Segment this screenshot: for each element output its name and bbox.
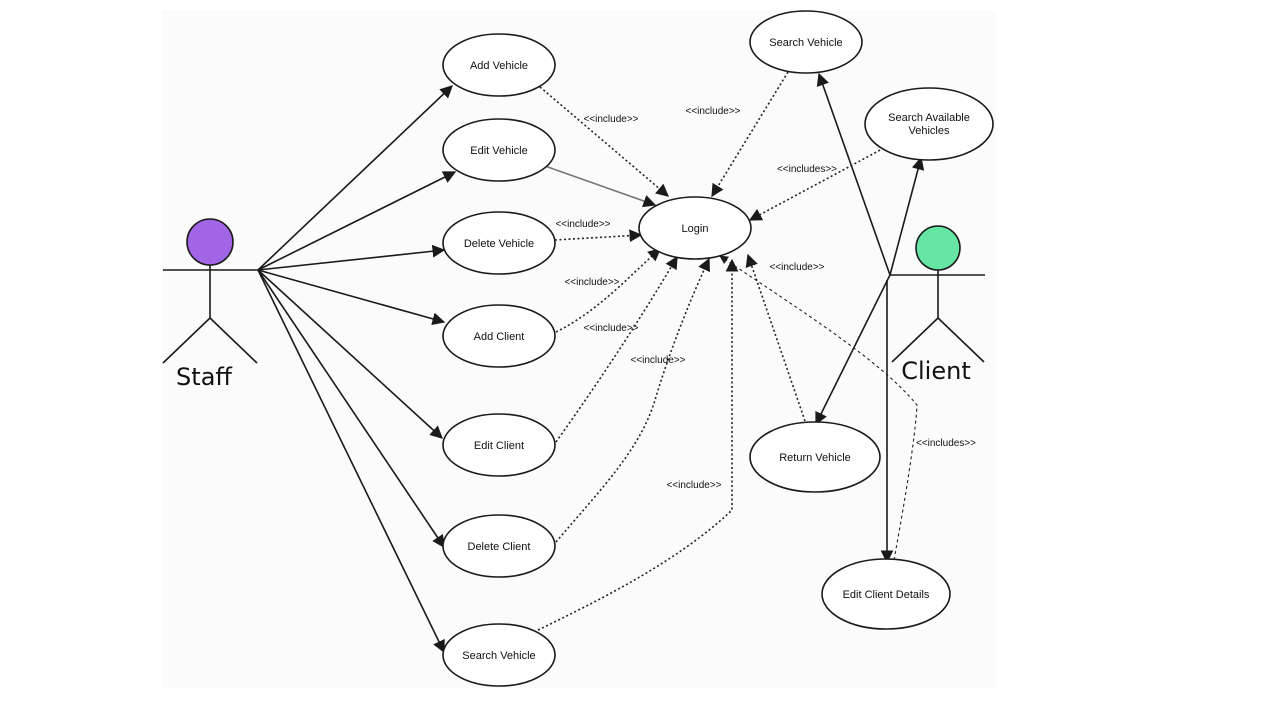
use-case-label: Return Vehicle	[779, 452, 851, 464]
use-case-edit-client-details[interactable]: Edit Client Details	[821, 558, 951, 630]
use-case-label: Add Client	[474, 331, 525, 343]
use-case-label: Edit Vehicle	[470, 145, 527, 157]
include-add-vehicle	[539, 86, 669, 197]
label-edit-client-details-includes: <<includes>>	[916, 438, 976, 449]
include-delete-vehicle	[554, 229, 643, 243]
use-case-label: Search Vehicle	[462, 650, 535, 662]
assoc-staff-search-vehicle	[257, 269, 445, 654]
actor-staff[interactable]: Staff	[162, 218, 258, 391]
label-delete-client-include: <<include>>	[630, 355, 685, 366]
assoc-staff-delete-vehicle	[257, 244, 446, 271]
use-case-return-vehicle[interactable]: Return Vehicle	[749, 421, 881, 493]
include-search-available	[748, 147, 885, 221]
relation-labels: <<include>> <<include>> <<includes>> <<i…	[555, 106, 976, 491]
link-edit-vehicle	[544, 165, 657, 208]
label-search-available-includes: <<includes>>	[777, 164, 837, 175]
include-delete-client	[555, 257, 710, 543]
include-edit-client	[555, 255, 678, 443]
include-search-vehicle-staff	[537, 258, 739, 631]
use-case-delete-client[interactable]: Delete Client	[442, 514, 556, 578]
label-search-vehicle-include: <<include>>	[685, 106, 740, 117]
use-case-search-vehicle-client[interactable]: Search Vehicle	[749, 10, 863, 74]
use-case-login[interactable]: Login	[638, 196, 752, 260]
include-edit-client-details	[719, 255, 918, 561]
include-relations	[537, 71, 918, 631]
client-associations	[815, 72, 925, 564]
use-case-search-available-vehicles[interactable]: Search Available Vehicles	[864, 87, 994, 161]
assoc-client-return-vehicle	[815, 274, 891, 426]
assoc-staff-add-vehicle	[257, 85, 453, 271]
assoc-client-search-vehicle	[816, 72, 891, 276]
actor-right-leg	[209, 317, 258, 364]
staff-associations	[257, 85, 457, 654]
use-case-label: Add Vehicle	[470, 60, 528, 72]
label-delete-vehicle-include: <<include>>	[555, 219, 610, 230]
include-search-vehicle-client	[711, 71, 789, 198]
use-case-label-line2: Vehicles	[909, 125, 950, 137]
use-case-label: Edit Client Details	[843, 589, 930, 601]
label-add-vehicle-include: <<include>>	[583, 114, 638, 125]
actor-left-leg	[891, 317, 939, 363]
use-case-label-line1: Search Available	[888, 112, 970, 124]
use-case-label: Edit Client	[474, 440, 524, 452]
use-case-label: Search Vehicle	[769, 37, 842, 49]
label-add-client-include: <<include>>	[564, 277, 619, 288]
actor-head	[186, 218, 234, 266]
use-case-edit-client[interactable]: Edit Client	[442, 413, 556, 477]
actor-left-leg	[162, 317, 211, 364]
use-case-edit-vehicle[interactable]: Edit Vehicle	[442, 118, 556, 182]
actor-right-leg	[937, 317, 985, 363]
use-case-label: Delete Client	[468, 541, 531, 553]
label-edit-client-include: <<include>>	[583, 323, 638, 334]
use-case-search-vehicle-staff[interactable]: Search Vehicle	[442, 623, 556, 687]
assoc-staff-edit-client	[257, 269, 443, 439]
use-case-add-vehicle[interactable]: Add Vehicle	[442, 33, 556, 97]
actor-name-staff: Staff	[176, 363, 232, 391]
actor-head	[915, 225, 961, 271]
assoc-client-search-available	[889, 156, 925, 276]
use-case-add-client[interactable]: Add Client	[442, 304, 556, 368]
label-return-vehicle-include: <<include>>	[769, 262, 824, 273]
actor-client[interactable]: Client	[890, 225, 985, 385]
use-case-label: Delete Vehicle	[464, 238, 534, 250]
assoc-staff-edit-vehicle	[257, 171, 457, 271]
label-search-staff-include: <<include>>	[666, 480, 721, 491]
include-add-client	[555, 248, 661, 333]
use-case-delete-vehicle[interactable]: Delete Vehicle	[442, 211, 556, 275]
actor-name-client: Client	[901, 357, 970, 385]
assoc-staff-delete-client	[257, 269, 445, 549]
assoc-staff-add-client	[257, 269, 446, 326]
use-case-label: Login	[682, 223, 709, 235]
